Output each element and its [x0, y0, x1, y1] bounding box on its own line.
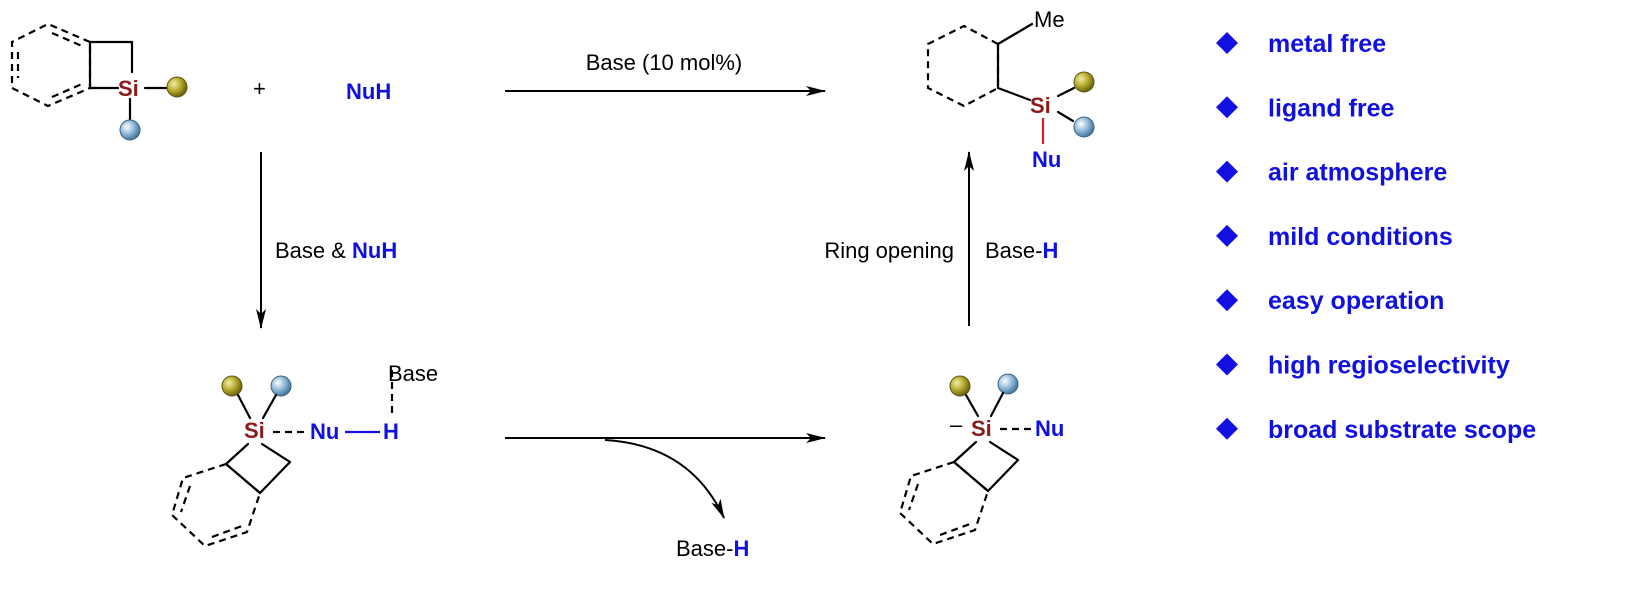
product-structure: Me Si Nu	[926, 7, 1095, 172]
feature-bullet-icon	[1216, 353, 1238, 376]
feature-item: air atmosphere	[1268, 159, 1447, 187]
methyl-label: Me	[1034, 7, 1065, 32]
byproduct-curved-arrow	[604, 439, 725, 519]
right-arrow-byproduct: Base-H	[985, 238, 1058, 263]
feature-bullet-icon	[1216, 96, 1238, 119]
feature-item: easy operation	[1268, 287, 1444, 315]
intermediate1-nu-label: Nu	[310, 419, 339, 444]
olive-substituent-ball	[949, 375, 971, 397]
product-nu-label: Nu	[1032, 147, 1061, 172]
feature-bullet-icon	[1216, 289, 1238, 312]
feature-list: metal free ligand free air atmosphere mild …	[1216, 30, 1536, 444]
olive-substituent-ball	[166, 76, 188, 98]
intermediate1-si-label: Si	[244, 418, 265, 443]
feature-item: ligand free	[1268, 94, 1395, 122]
ring-opening-label: Ring opening	[824, 238, 954, 263]
feature-item: mild conditions	[1268, 223, 1453, 251]
blue-substituent-ball	[997, 373, 1019, 395]
blue-substituent-ball	[270, 375, 292, 397]
feature-item: metal free	[1268, 30, 1386, 58]
intermediate-1: Si Nu H Base	[170, 361, 438, 548]
intermediate-2: – Si Nu	[898, 373, 1064, 546]
intermediate1-base-label: Base	[388, 361, 438, 386]
feature-bullet-icon	[1216, 417, 1238, 440]
olive-substituent-ball	[221, 375, 243, 397]
intermediate2-nu-label: Nu	[1035, 416, 1064, 441]
blue-substituent-ball	[119, 119, 141, 141]
feature-bullet-icon	[1216, 32, 1238, 54]
feature-bullet-icon	[1216, 224, 1238, 247]
feature-item: broad substrate scope	[1268, 416, 1536, 444]
reactant-si-label: Si	[118, 76, 139, 101]
feature-item: high regioselectivity	[1268, 352, 1510, 380]
negative-charge: –	[950, 412, 963, 437]
blue-substituent-ball	[1073, 116, 1095, 138]
product-si-label: Si	[1030, 93, 1051, 118]
intermediate1-h-label: H	[383, 419, 399, 444]
bottom-byproduct-label: Base-H	[676, 536, 749, 561]
olive-substituent-ball	[1073, 71, 1095, 93]
top-arrow-condition: Base (10 mol%)	[586, 50, 743, 75]
nucleophile-label: NuH	[346, 79, 391, 104]
left-arrow-condition: Base & NuH	[275, 238, 397, 263]
feature-bullet-icon	[1216, 160, 1238, 183]
intermediate2-si-label: Si	[971, 416, 992, 441]
plus-sign: +	[253, 76, 266, 101]
reactant-silacyclobutene: Si	[10, 22, 188, 141]
